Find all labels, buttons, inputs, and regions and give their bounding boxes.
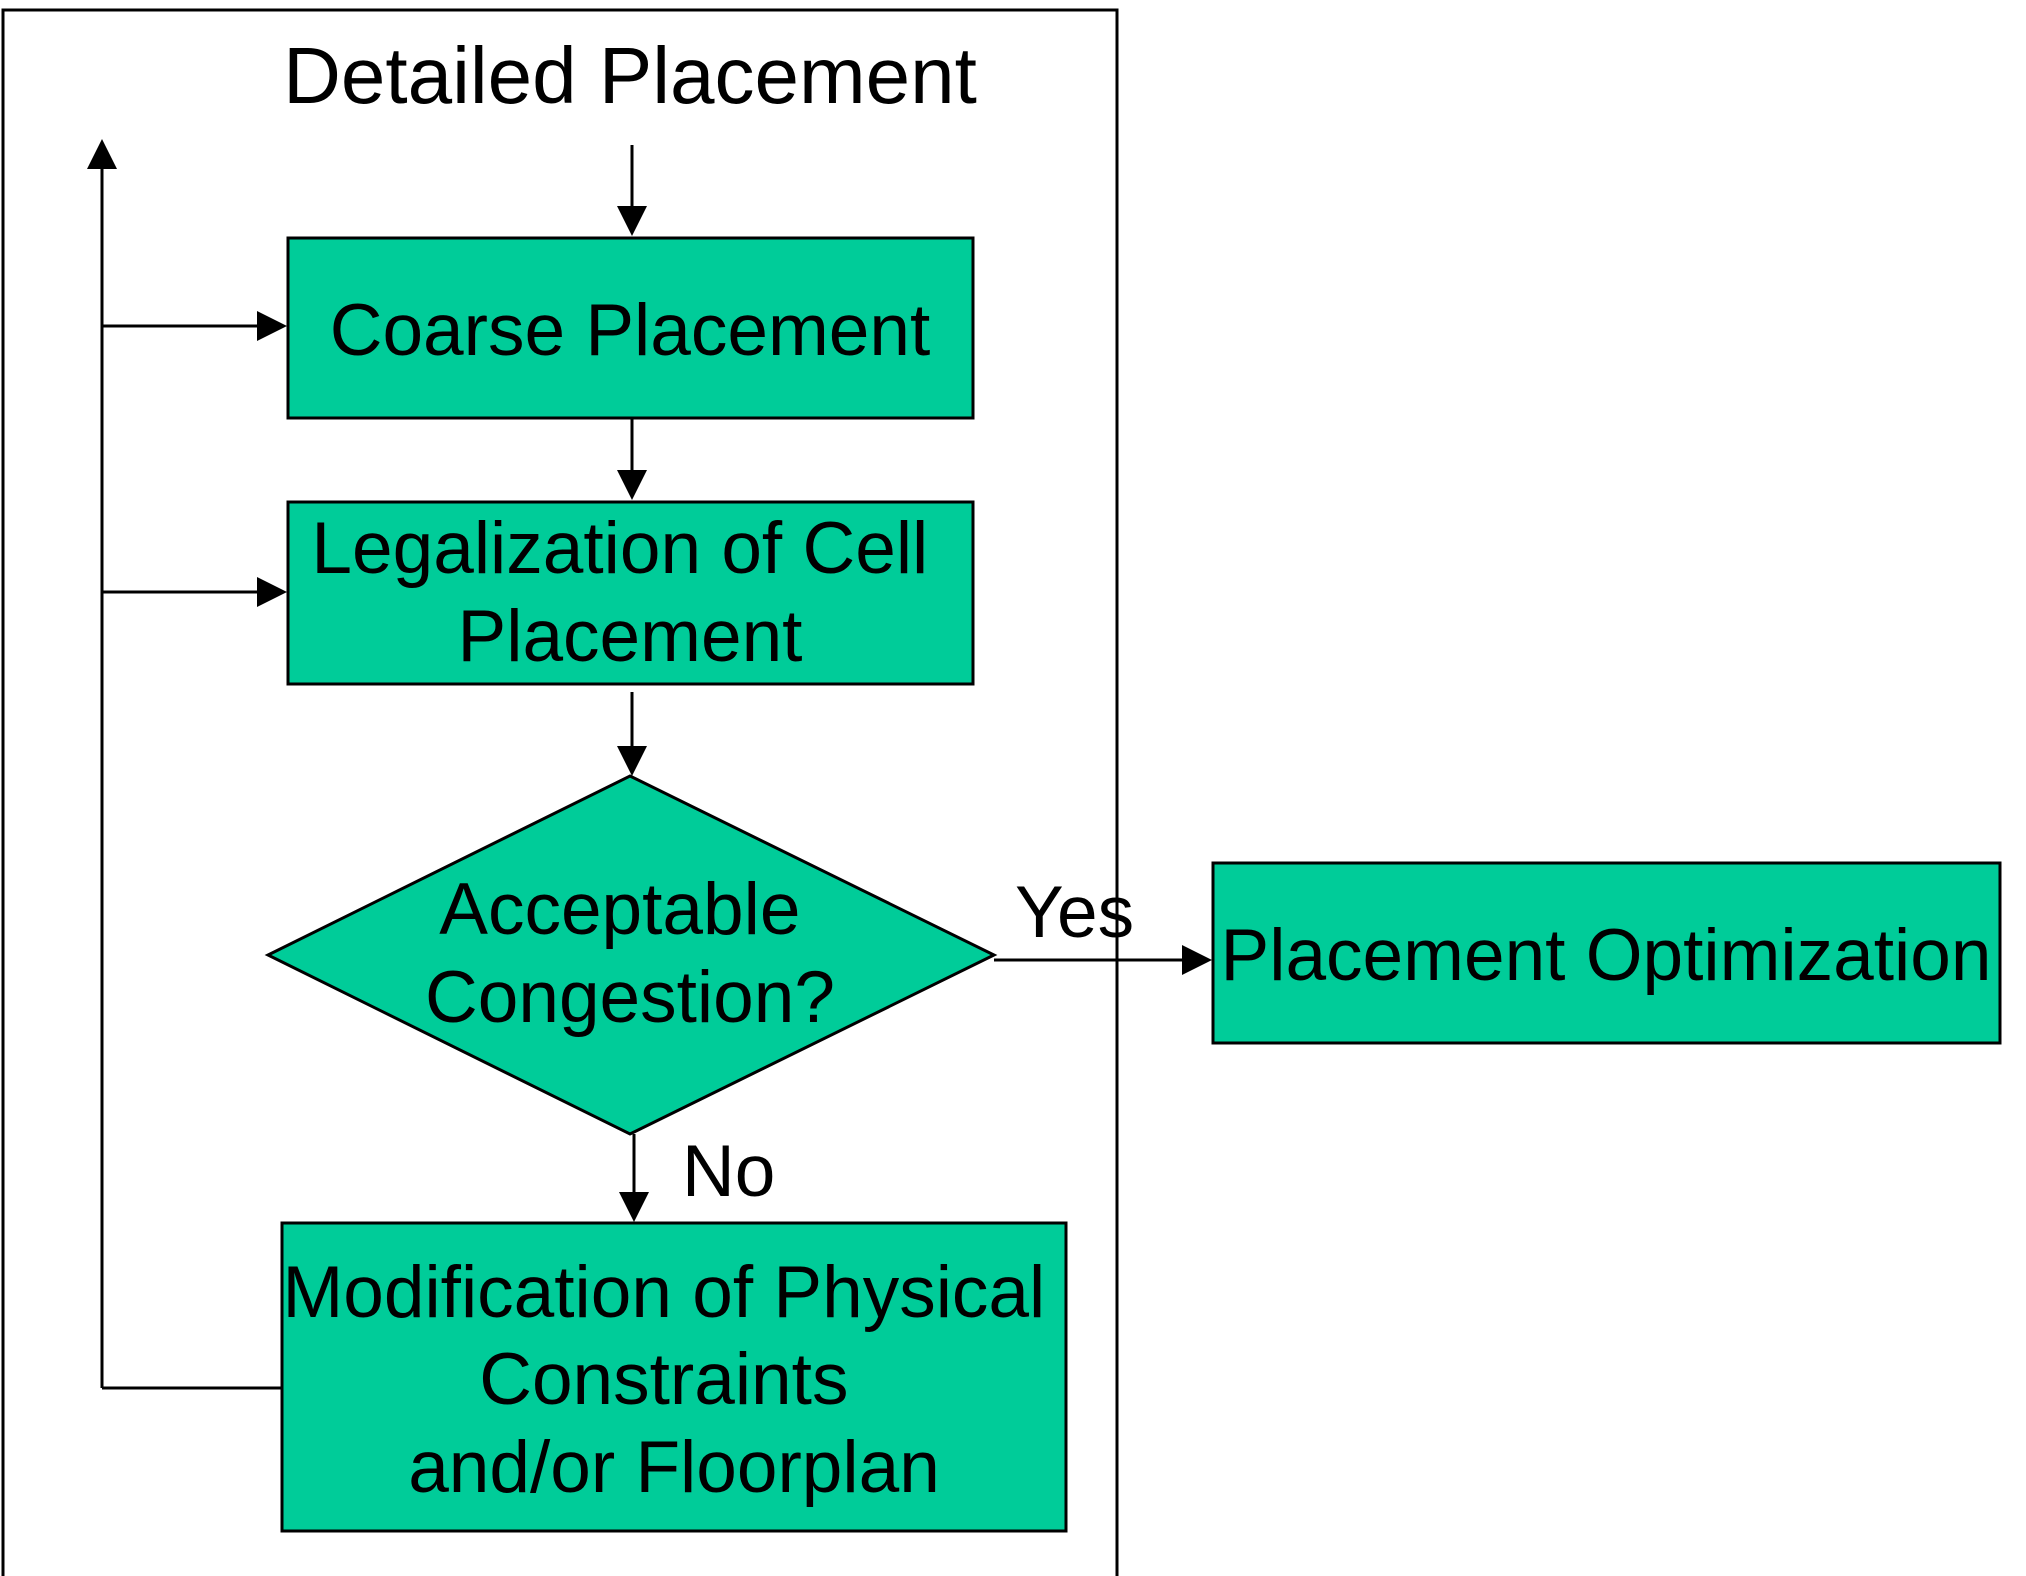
container-title: Detailed Placement (283, 31, 977, 120)
placement-optimization-box[interactable] (1211, 861, 2002, 1045)
edge-label-no: No (682, 1131, 775, 1212)
modification-label: Modification of Physical Constraints and… (282, 1252, 1065, 1508)
congestion-decision-label: Acceptable Congestion? (425, 869, 835, 1038)
detailed-placement-container (1, 8, 1119, 1576)
coarse-placement-box[interactable] (286, 236, 975, 420)
edge-label-yes: Yes (1015, 872, 1134, 953)
congestion-decision-diamond[interactable] (264, 774, 998, 1136)
legalization-box[interactable] (286, 500, 975, 686)
legalization-label: Legalization of Cell Placement (311, 508, 948, 677)
modification-box[interactable] (280, 1221, 1068, 1533)
placement-optimization-label: Placement Optimization (1221, 915, 1992, 996)
coarse-placement-label: Coarse Placement (330, 290, 931, 371)
